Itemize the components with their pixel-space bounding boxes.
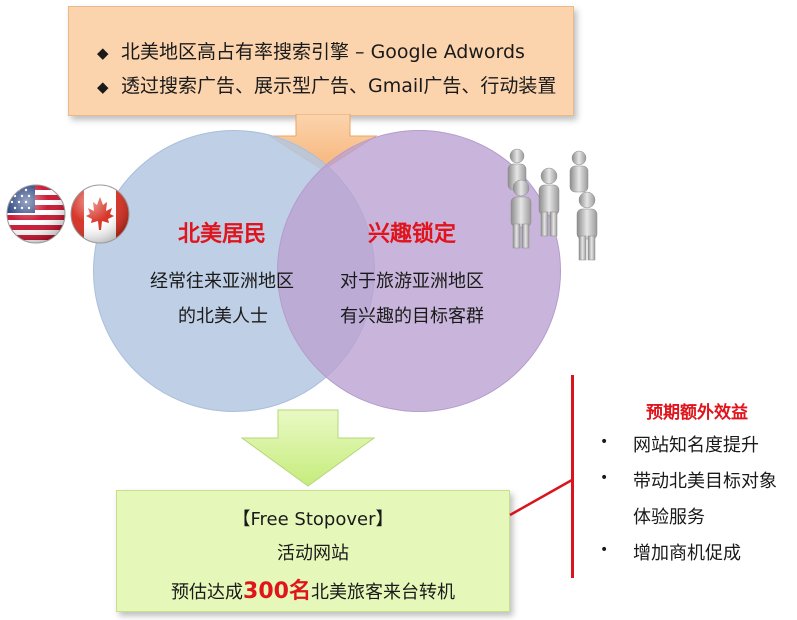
people-group-icon xyxy=(507,148,598,261)
green-down-arrow-icon xyxy=(240,409,376,487)
us-flag-icon xyxy=(6,184,66,244)
benefit-item-2: 带动北美目标对象 xyxy=(633,471,777,492)
bullet-icon: • xyxy=(600,542,609,558)
right-circle-title: 兴趣锁定 xyxy=(368,222,457,247)
connector-line xyxy=(509,478,573,517)
benefits-bracket xyxy=(571,375,574,578)
diamond-bullet-icon: ◆ xyxy=(97,44,109,62)
left-circle-line-2: 的北美人士 xyxy=(178,306,268,327)
right-circle-line-1: 对于旅游亚洲地区 xyxy=(340,271,484,292)
campaign-site: 活动网站 xyxy=(277,543,349,564)
top-line-2: ◆透过搜索广告、展示型广告、Gmail广告、行动装置 xyxy=(97,75,557,97)
right-circle-line-2: 有兴趣的目标客群 xyxy=(340,306,484,327)
left-circle-line-1: 经常往来亚洲地区 xyxy=(150,271,294,292)
benefit-item-2-cont: 体验服务 xyxy=(633,507,705,528)
top-line-1: ◆北美地区高占有率搜索引擎 – Google Adwords xyxy=(97,41,525,63)
goal-number: 300名 xyxy=(243,579,311,604)
canada-flag-icon xyxy=(70,184,130,244)
bullet-icon: • xyxy=(600,470,609,486)
benefits-title: 预期额外效益 xyxy=(646,403,748,423)
campaign-goal: 预估达成300名北美旅客来台转机 xyxy=(171,579,455,604)
campaign-name: 【Free Stopover】 xyxy=(232,509,394,530)
bullet-icon: • xyxy=(600,434,609,450)
diamond-bullet-icon: ◆ xyxy=(97,78,109,96)
left-circle-title: 北美居民 xyxy=(178,222,267,247)
benefit-item-3: 增加商机促成 xyxy=(633,543,741,564)
top-info-box: ◆北美地区高占有率搜索引擎 – Google Adwords ◆透过搜索广告、展… xyxy=(68,6,574,116)
benefit-item-1: 网站知名度提升 xyxy=(633,435,759,456)
bottom-campaign-box: 【Free Stopover】 活动网站 预估达成300名北美旅客来台转机 xyxy=(116,490,510,612)
